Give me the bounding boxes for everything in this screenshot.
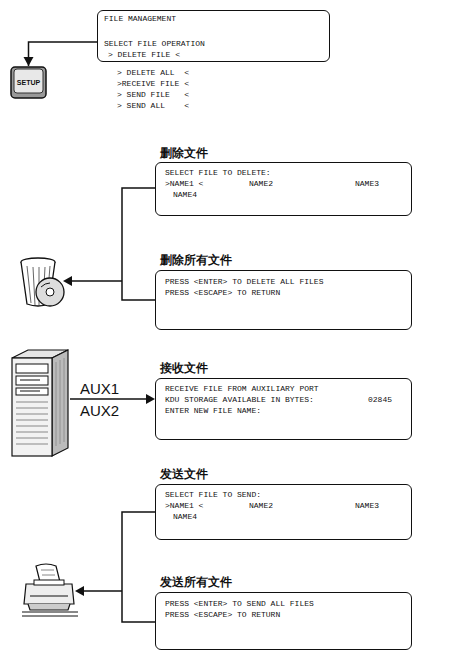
trash-can-icon: [21, 258, 64, 306]
arrow-head: [24, 57, 34, 66]
screen-text: ENTER NEW FILE NAME:: [165, 406, 261, 416]
bracket-line: [122, 188, 155, 300]
display-screen-box: 删除文件SELECT FILE TO DELETE:>NAME1 <NAME2N…: [155, 162, 412, 216]
menu-option: >RECEIVE FILE <: [117, 79, 189, 89]
display-screen-box: 发送所有文件PRESS <ENTER> TO SEND ALL FILESPRE…: [155, 592, 412, 650]
connector: [24, 42, 98, 66]
menu-option: > DELETE ALL <: [117, 68, 189, 78]
screen-text: NAME4: [173, 512, 197, 522]
screen-text: FILE MANAGEMENT: [104, 14, 176, 24]
printer-icon: [22, 564, 78, 616]
screen-text: 02845: [368, 395, 392, 405]
screen-heading: 接收文件: [160, 361, 208, 375]
screen-text: PRESS <ENTER> TO DELETE ALL FILES: [165, 277, 323, 287]
screen-text: > DELETE FILE <: [108, 50, 180, 60]
screen-text: SELECT FILE TO DELETE:: [165, 168, 271, 178]
screen-heading: 删除文件: [160, 146, 208, 160]
display-screen-box: 接收文件RECEIVE FILE FROM AUXILIARY PORTKDU …: [155, 378, 412, 440]
screen-text: NAME2: [249, 501, 273, 511]
arrow-head: [63, 276, 72, 286]
screen-text: NAME3: [355, 501, 379, 511]
screen-text: >NAME1 <: [165, 501, 203, 511]
screen-heading: 发送文件: [160, 467, 208, 481]
key-cap-base: [11, 67, 46, 98]
screen-text: NAME3: [355, 179, 379, 189]
screen-text: RECEIVE FILE FROM AUXILIARY PORT: [165, 384, 319, 394]
screen-text: KDU STORAGE AVAILABLE IN BYTES:: [165, 395, 314, 405]
screen-text: PRESS <ENTER> TO SEND ALL FILES: [165, 599, 314, 609]
port-label: AUX2: [80, 403, 119, 419]
screen-heading: 发送所有文件: [160, 575, 232, 589]
display-screen-box: 发送文件SELECT FILE TO SEND:>NAME1 <NAME2NAM…: [155, 484, 412, 540]
screen-text: >NAME1 <: [165, 179, 203, 189]
connector-line: [29, 42, 98, 66]
key-label: SETUP: [13, 79, 44, 87]
screen-text: SELECT FILE TO SEND:: [165, 490, 261, 500]
setup-key: SETUP: [10, 66, 47, 99]
signal-line: [70, 398, 148, 400]
screen-text: NAME2: [249, 179, 273, 189]
screen-text: PRESS <ESCAPE> TO RETURN: [165, 610, 280, 620]
display-screen-box: 删除所有文件PRESS <ENTER> TO DELETE ALL FILESP…: [155, 270, 412, 330]
screen-text: PRESS <ESCAPE> TO RETURN: [165, 288, 280, 298]
key-cap-face: [14, 69, 43, 93]
port-label: AUX1: [80, 381, 119, 397]
screen-text: NAME4: [173, 190, 197, 200]
leader-line: [70, 280, 122, 282]
display-screen-box: FILE MANAGEMENT SELECT FILE OPERATION> DE…: [97, 10, 330, 62]
arrow-head: [75, 586, 84, 596]
arrow-head: [146, 394, 155, 404]
menu-option: > SEND FILE <: [117, 90, 189, 100]
menu-option: > SEND ALL <: [117, 101, 189, 111]
bracket-line: [122, 512, 155, 622]
screen-text: SELECT FILE OPERATION: [104, 39, 205, 49]
leader-line: [82, 590, 122, 592]
computer-tower-icon: [12, 350, 68, 456]
screen-heading: 删除所有文件: [160, 253, 232, 267]
